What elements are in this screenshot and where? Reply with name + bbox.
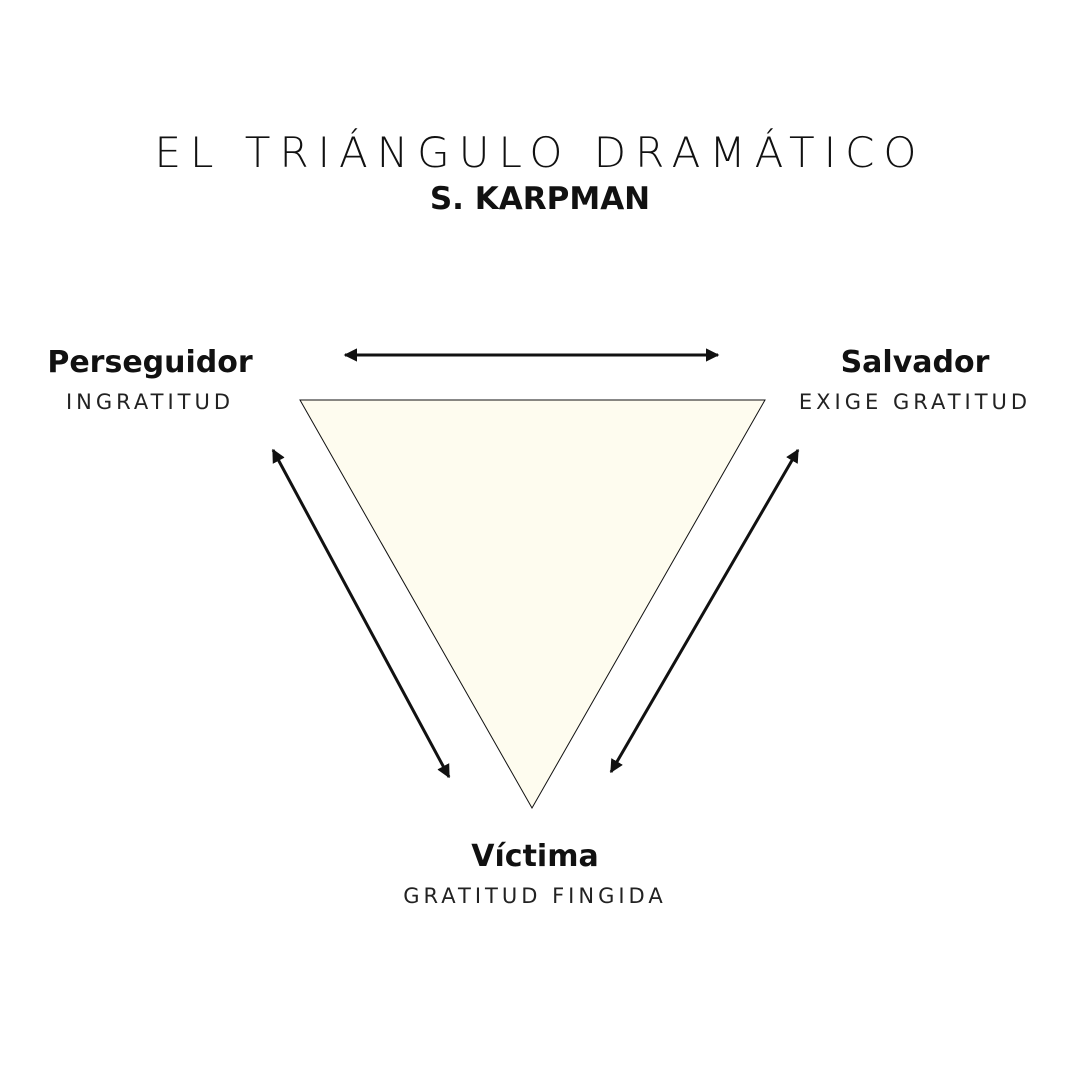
role-perseguidor-trait: INGRATITUD [65, 390, 235, 414]
role-salvador: Salvador EXIGE GRATITUD [780, 348, 1050, 413]
role-salvador-trait: EXIGE GRATITUD [798, 390, 1032, 414]
diagram-subtitle: S. KARPMAN [429, 181, 651, 217]
drama-triangle [299, 399, 766, 810]
role-perseguidor: Perseguidor INGRATITUD [40, 348, 260, 413]
role-victima-name: Víctima [471, 839, 599, 874]
role-perseguidor-name: Perseguidor [47, 345, 253, 380]
role-salvador-name: Salvador [840, 345, 990, 380]
arrow-perseguidor-victima [271, 448, 451, 779]
role-victima: Víctima GRATITUD FINGIDA [330, 842, 740, 907]
arrow-salvador-victima [609, 448, 800, 774]
diagram-title: EL TRIÁNGULO DRAMÁTICO [154, 128, 926, 177]
role-victima-trait: GRATITUD FINGIDA [403, 884, 667, 908]
